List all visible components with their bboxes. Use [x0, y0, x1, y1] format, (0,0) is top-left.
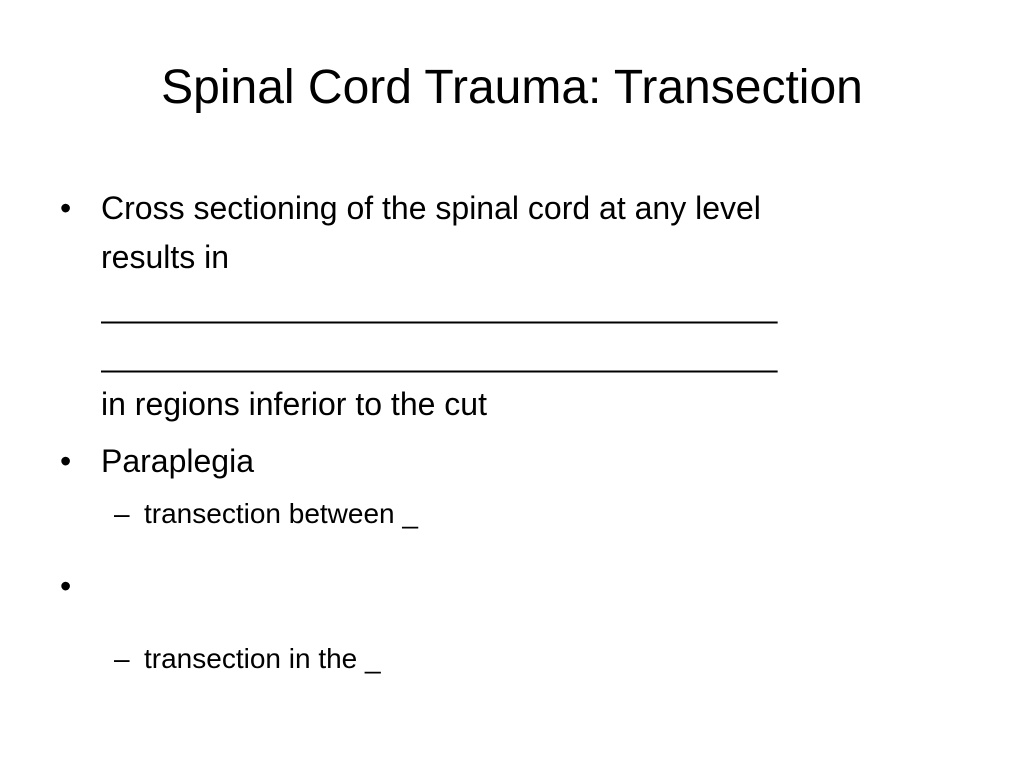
bullet-line: in regions inferior to the cut — [101, 386, 487, 422]
bullet-text: Cross sectioning of the spinal cord at a… — [101, 184, 960, 429]
bullet-line: results in — [101, 239, 230, 275]
bullet-marker: • — [60, 190, 72, 226]
sub-bullet-transection-between: – transection between _ — [60, 494, 960, 534]
bullet-line: Cross sectioning of the spinal cord at a… — [101, 190, 761, 226]
sub-bullet-transection-in: – transection in the _ — [60, 639, 960, 679]
fill-in-blank: ______________________________________ — [101, 337, 778, 373]
sub-bullet-text: transection between _ — [144, 498, 418, 529]
bullet-cross-sectioning: • Cross sectioning of the spinal cord at… — [60, 184, 960, 429]
bullet-marker: • — [60, 568, 72, 604]
slide-body: • Cross sectioning of the spinal cord at… — [60, 184, 960, 679]
dash-marker: – — [114, 643, 130, 674]
sub-bullet-text: transection in the _ — [144, 643, 381, 674]
slide-title: Spinal Cord Trauma: Transection — [161, 61, 863, 114]
bullet-marker: • — [60, 443, 72, 479]
dash-marker: – — [114, 498, 130, 529]
fill-in-blank: ______________________________________ — [101, 288, 778, 324]
bullet-paraplegia: • Paraplegia — [60, 437, 960, 486]
bullet-text: Paraplegia — [101, 443, 254, 479]
bullet-empty: • — [60, 562, 960, 611]
